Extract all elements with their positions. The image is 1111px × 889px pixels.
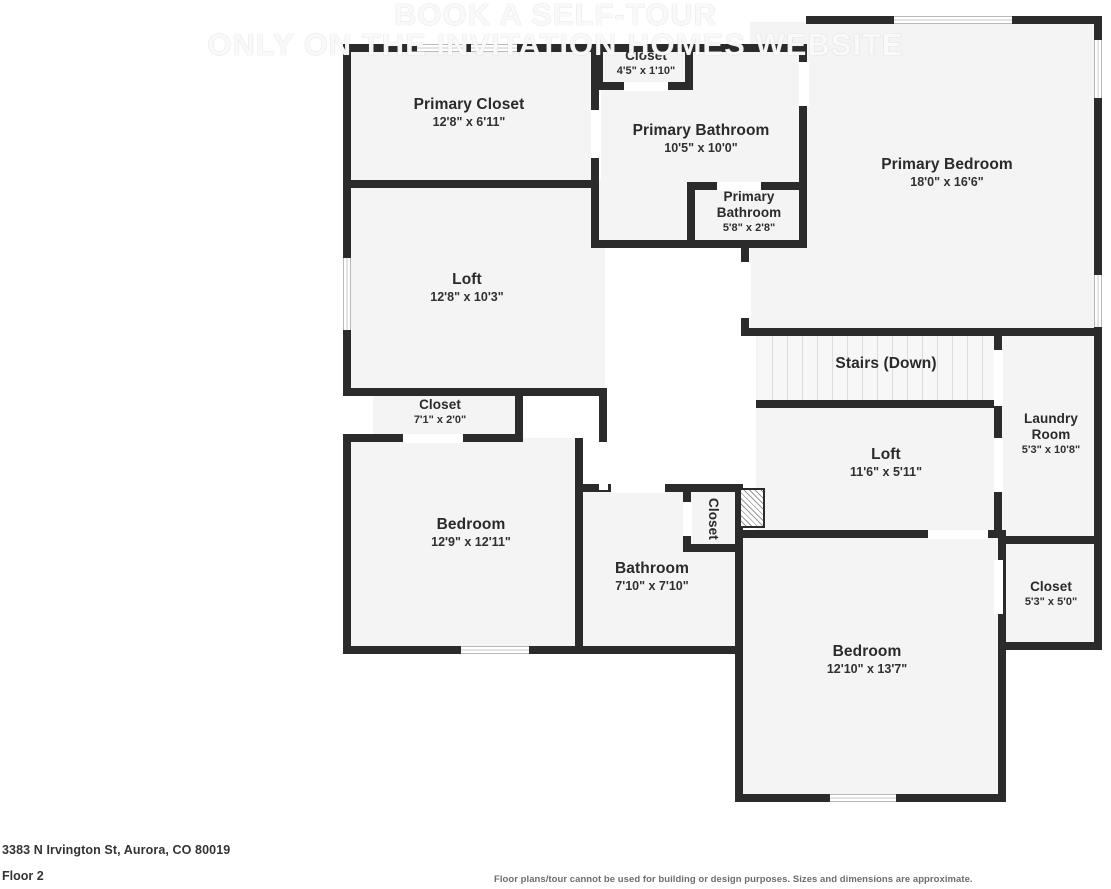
wall-closet-loft-right: [515, 392, 523, 438]
wall-right-exterior-lower: [1094, 328, 1102, 650]
wall-bathroom-bottom: [575, 646, 743, 654]
door-laundry-room: [994, 350, 1003, 406]
room-fill-closet-laundry: [1000, 540, 1102, 646]
wall-left-exterior-lower: [343, 434, 351, 654]
room-fill-primary-closet: [347, 48, 591, 180]
door-primary-closet: [591, 110, 601, 158]
window-right-upper-2: [1094, 275, 1102, 327]
door-closet-laundry: [994, 560, 1003, 614]
room-fill-closet-loft: [373, 392, 519, 438]
wall-left-exterior-upper: [343, 44, 351, 396]
stairs-treads: [758, 336, 998, 402]
wall-right-exterior-upper: [1094, 16, 1102, 334]
window-right-upper-1: [1094, 40, 1102, 98]
wall-primary-bedroom-bottom: [741, 328, 1102, 336]
wall-bedroom-right-left: [735, 530, 743, 802]
wall-pbath-wc-left: [687, 182, 695, 244]
wall-closet-pbath-right: [685, 44, 693, 90]
wall-closet-pbath-left: [595, 44, 603, 90]
door-closet-bathroom: [683, 502, 692, 536]
room-fill-bedroom-left: [347, 438, 579, 650]
wall-top-left: [343, 44, 805, 52]
wall-bedroom-left-right: [575, 438, 583, 654]
wall-loft-upper-right: [599, 388, 607, 442]
floor-plan-canvas: Primary Closet 12'8" x 6'11" Closet 4'5"…: [0, 0, 1111, 830]
wall-closet-laundry-bottom: [998, 642, 1102, 650]
door-closet-pbath: [624, 82, 668, 91]
wall-laundry-bottom: [998, 536, 1102, 544]
door-loft-upper-right: [599, 442, 608, 490]
wall-primary-bath-right: [799, 44, 807, 248]
window-bedroom-right-bottom: [830, 794, 896, 802]
wall-stairs-bottom: [756, 400, 1002, 408]
door-bedroom-right: [928, 530, 988, 539]
room-fill-loft-upper: [347, 180, 605, 392]
wall-primary-closet-bottom: [343, 180, 599, 188]
door-primary-bath-to-bed: [799, 62, 809, 106]
wall-primary-bath-bottom: [595, 240, 807, 248]
window-top-left-2: [471, 44, 517, 52]
door-loft-lower-right: [994, 438, 1003, 492]
window-top-right: [894, 16, 1012, 24]
wall-loft-upper-bottom: [343, 388, 607, 396]
room-fill-bedroom-right: [739, 534, 1002, 798]
mechanical-chase-hatch: [739, 488, 765, 528]
window-bedroom-left-bottom: [461, 646, 529, 654]
wall-closet-bathroom-bottom: [683, 544, 743, 552]
legal-disclaimer: Floor plans/tour cannot be used for buil…: [494, 874, 973, 885]
window-left-loft: [343, 258, 351, 330]
door-bathroom: [611, 484, 665, 493]
window-top-left-1: [417, 44, 463, 52]
door-primary-bedroom-hall: [741, 262, 751, 318]
room-fill-closet-bathroom: [687, 488, 739, 548]
wall-bedroom-right-right: [998, 530, 1006, 802]
door-closet-loft: [403, 434, 463, 443]
wall-loft-lower-bottom: [735, 530, 1002, 538]
door-primary-bath-wc: [717, 182, 761, 191]
room-fill-laundry-room: [1000, 330, 1102, 540]
floor-label: Floor 2: [2, 869, 44, 883]
property-address: 3383 N Irvington St, Aurora, CO 80019: [2, 843, 231, 857]
